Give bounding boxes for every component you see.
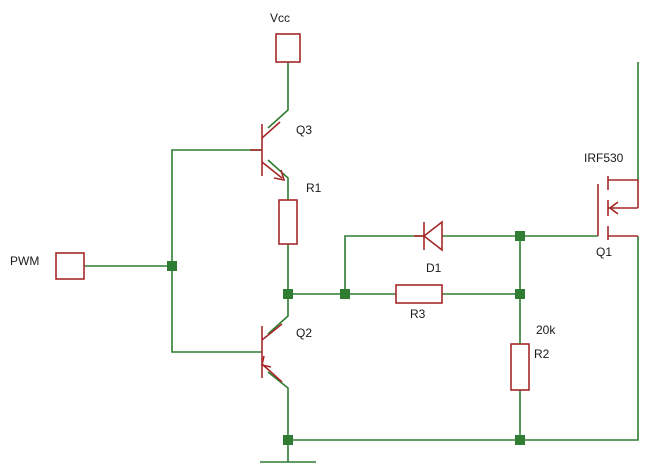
q3-emitter-lead <box>261 161 283 179</box>
wires <box>84 62 639 462</box>
q2-emitter-lead <box>261 363 283 383</box>
label-q2: Q2 <box>296 326 312 340</box>
label-mosfet-part: IRF530 <box>584 151 624 165</box>
resistor-r2 <box>510 343 530 391</box>
pwm-terminal <box>55 252 85 280</box>
vcc-terminal <box>275 33 301 63</box>
junction-ground-r2 <box>515 435 525 445</box>
wire-base-rail <box>171 149 262 353</box>
labels: Vcc PWM Q3 R1 Q2 D1 R3 20k R2 IRF530 Q1 <box>10 11 624 361</box>
label-pwm: PWM <box>10 254 39 268</box>
wire-diode-branch <box>344 235 424 294</box>
junction-gate-top <box>515 231 525 241</box>
junctions <box>167 231 525 445</box>
label-r3: R3 <box>410 307 426 321</box>
wire-mid-to-q2 <box>267 294 289 335</box>
wire-vcc-to-q3 <box>267 62 289 129</box>
q3-emitter-arrow <box>273 169 286 182</box>
q2-emitter-arrow <box>261 355 272 368</box>
mosfet-q1 <box>597 176 639 240</box>
wire-q2-emitter <box>267 371 289 440</box>
q3-collector-lead <box>261 121 281 139</box>
junction-diode-r3 <box>340 289 350 299</box>
label-q1: Q1 <box>596 245 612 259</box>
q2-collector-lead <box>261 323 283 341</box>
label-r1: R1 <box>306 181 322 195</box>
d1-body <box>422 220 443 252</box>
label-r2-value: 20k <box>536 323 556 337</box>
resistor-r3 <box>395 284 443 304</box>
label-vcc: Vcc <box>270 11 290 25</box>
junction-ground-left <box>283 435 293 445</box>
label-q3: Q3 <box>296 123 312 137</box>
label-r2: R2 <box>534 347 550 361</box>
wire-q3-emitter <box>267 159 289 200</box>
q1-body-arrow <box>608 201 619 215</box>
transistor-q3 <box>250 121 286 182</box>
junction-midpoint <box>283 289 293 299</box>
junction-input <box>167 261 177 271</box>
resistor-r1 <box>278 199 298 245</box>
junction-gate-r2 <box>515 289 525 299</box>
diode-d1 <box>414 220 443 252</box>
transistor-q2 <box>261 323 283 383</box>
wire-ground-rail <box>288 236 639 441</box>
label-d1: D1 <box>426 261 442 275</box>
